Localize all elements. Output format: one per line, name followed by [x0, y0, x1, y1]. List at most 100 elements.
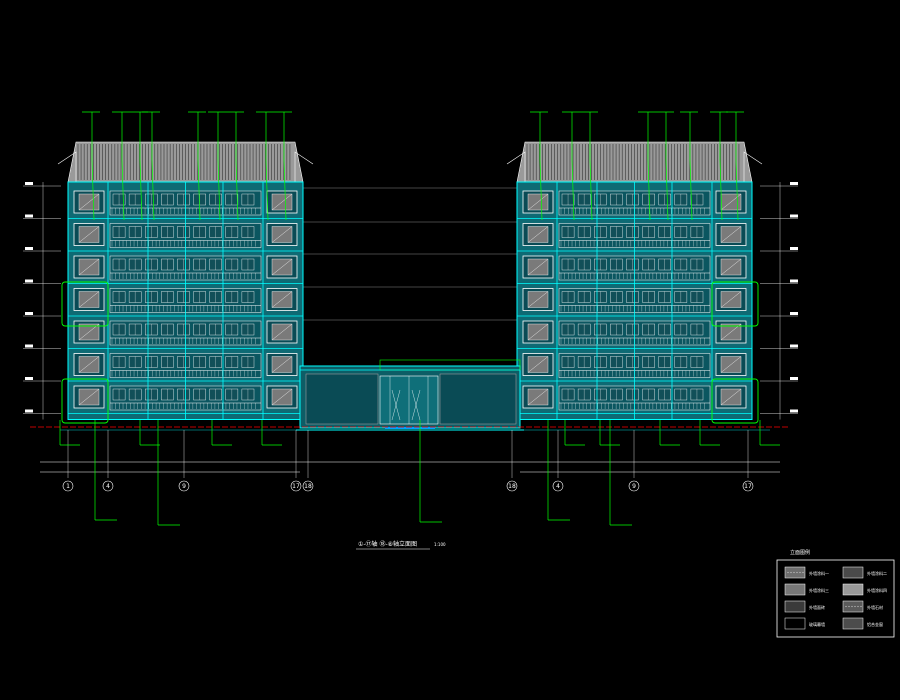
window-hatch	[720, 356, 742, 373]
roof-eave-left	[57, 151, 77, 182]
window-hatch	[271, 193, 293, 211]
axis-number: 18	[508, 483, 516, 490]
window-hatch	[527, 323, 549, 341]
window-hatch	[271, 356, 293, 373]
window-hatch	[78, 388, 100, 406]
level-marker	[25, 279, 33, 283]
axis-bubble	[506, 480, 518, 492]
drawing-title-text: ①-⑰轴 ⑱-⑧轴立面图	[358, 540, 417, 548]
legend-label: 外墙涂料二	[867, 570, 887, 576]
drawing-title: ①-⑰轴 ⑱-⑧轴立面图 1:100	[356, 540, 446, 550]
level-marker	[790, 214, 798, 218]
entrance-lobby	[296, 359, 524, 431]
axis-number: 1	[66, 483, 70, 490]
floor-datum-lines	[300, 187, 520, 321]
window-hatch	[78, 226, 100, 243]
legend-swatch	[784, 617, 806, 630]
window-hatch	[78, 291, 100, 308]
leader-line	[151, 112, 155, 221]
window-hatch	[527, 258, 549, 276]
leader-line	[647, 112, 651, 221]
window-hatch	[720, 193, 742, 211]
axis-bubble	[102, 480, 114, 492]
legend-label: 外墙涂料四	[867, 587, 887, 593]
axis-number: 17	[744, 483, 752, 490]
axis-bubble	[62, 480, 74, 492]
legend-swatch	[842, 566, 864, 579]
level-marker	[25, 377, 33, 380]
window-hatch	[271, 323, 293, 341]
axis-bubble	[552, 480, 564, 492]
window-hatch	[271, 258, 293, 276]
window-hatch	[527, 356, 549, 373]
level-marker	[790, 279, 798, 283]
window-hatch	[78, 258, 100, 276]
legend-swatch	[842, 600, 864, 613]
legend-swatch-dot	[857, 605, 859, 608]
axis-bubble	[290, 480, 302, 492]
window-hatch	[720, 323, 742, 341]
legend-swatch-dot	[851, 605, 853, 608]
level-marker	[25, 214, 33, 218]
window-hatch	[271, 291, 293, 308]
window-hatch	[527, 291, 549, 308]
window-hatch	[720, 226, 742, 243]
leader-line	[139, 112, 143, 221]
legend-swatch	[784, 566, 806, 579]
ground-line	[30, 426, 790, 431]
window-hatch	[720, 388, 742, 406]
drawing-scale-text: 1:100	[434, 542, 446, 547]
window-hatch	[527, 193, 549, 211]
window-hatch	[271, 226, 293, 243]
level-marker	[790, 182, 798, 185]
leader-line	[283, 112, 287, 221]
legend-label: 外墙涂料三	[809, 587, 829, 593]
leader-line	[91, 112, 95, 221]
axis-bubble	[178, 480, 190, 492]
leader-line	[719, 112, 723, 221]
legend-swatch-dot	[845, 605, 847, 608]
legend-swatch-dot	[860, 605, 862, 608]
axis-number: 4	[106, 483, 110, 490]
leader-line	[539, 112, 543, 221]
legend-title: 立面图例	[790, 549, 810, 556]
level-marker	[25, 409, 33, 413]
highlight-box	[61, 378, 109, 424]
level-marker	[790, 409, 798, 413]
level-marker	[790, 247, 798, 250]
legend-label: 铝合金窗	[867, 621, 883, 627]
roof-eave-right	[743, 151, 763, 182]
axis-number: 9	[632, 483, 636, 490]
legend-swatch	[784, 583, 806, 596]
legend-label: 外墙涂料一	[809, 570, 829, 576]
leader-line	[217, 112, 221, 221]
axis-number: 18	[304, 483, 312, 490]
roof-eave-right	[294, 151, 314, 182]
level-marker	[790, 377, 798, 380]
left-building-elevation	[23, 141, 314, 424]
window-hatch	[527, 388, 549, 406]
roof-eave-left	[506, 151, 526, 182]
axis-number: 9	[182, 483, 186, 490]
legend-label: 外墙石材	[867, 604, 883, 610]
level-marker	[790, 312, 798, 315]
legend-swatch-dot	[793, 571, 795, 574]
leader-line	[235, 112, 239, 221]
leader-line	[689, 112, 693, 221]
level-marker	[25, 312, 33, 315]
annotation-leaders	[59, 111, 780, 526]
legend-label: 外墙面砖	[809, 604, 825, 610]
leader-line	[197, 112, 201, 221]
level-marker	[25, 344, 33, 348]
leader-line	[265, 112, 269, 221]
window-hatch	[271, 388, 293, 406]
highlight-box	[711, 281, 759, 327]
legend-swatch	[842, 583, 864, 596]
legend-swatch-dot	[854, 605, 856, 608]
window-hatch	[720, 258, 742, 276]
window-hatch	[78, 323, 100, 341]
window-hatch	[78, 193, 100, 211]
window-hatch	[527, 226, 549, 243]
